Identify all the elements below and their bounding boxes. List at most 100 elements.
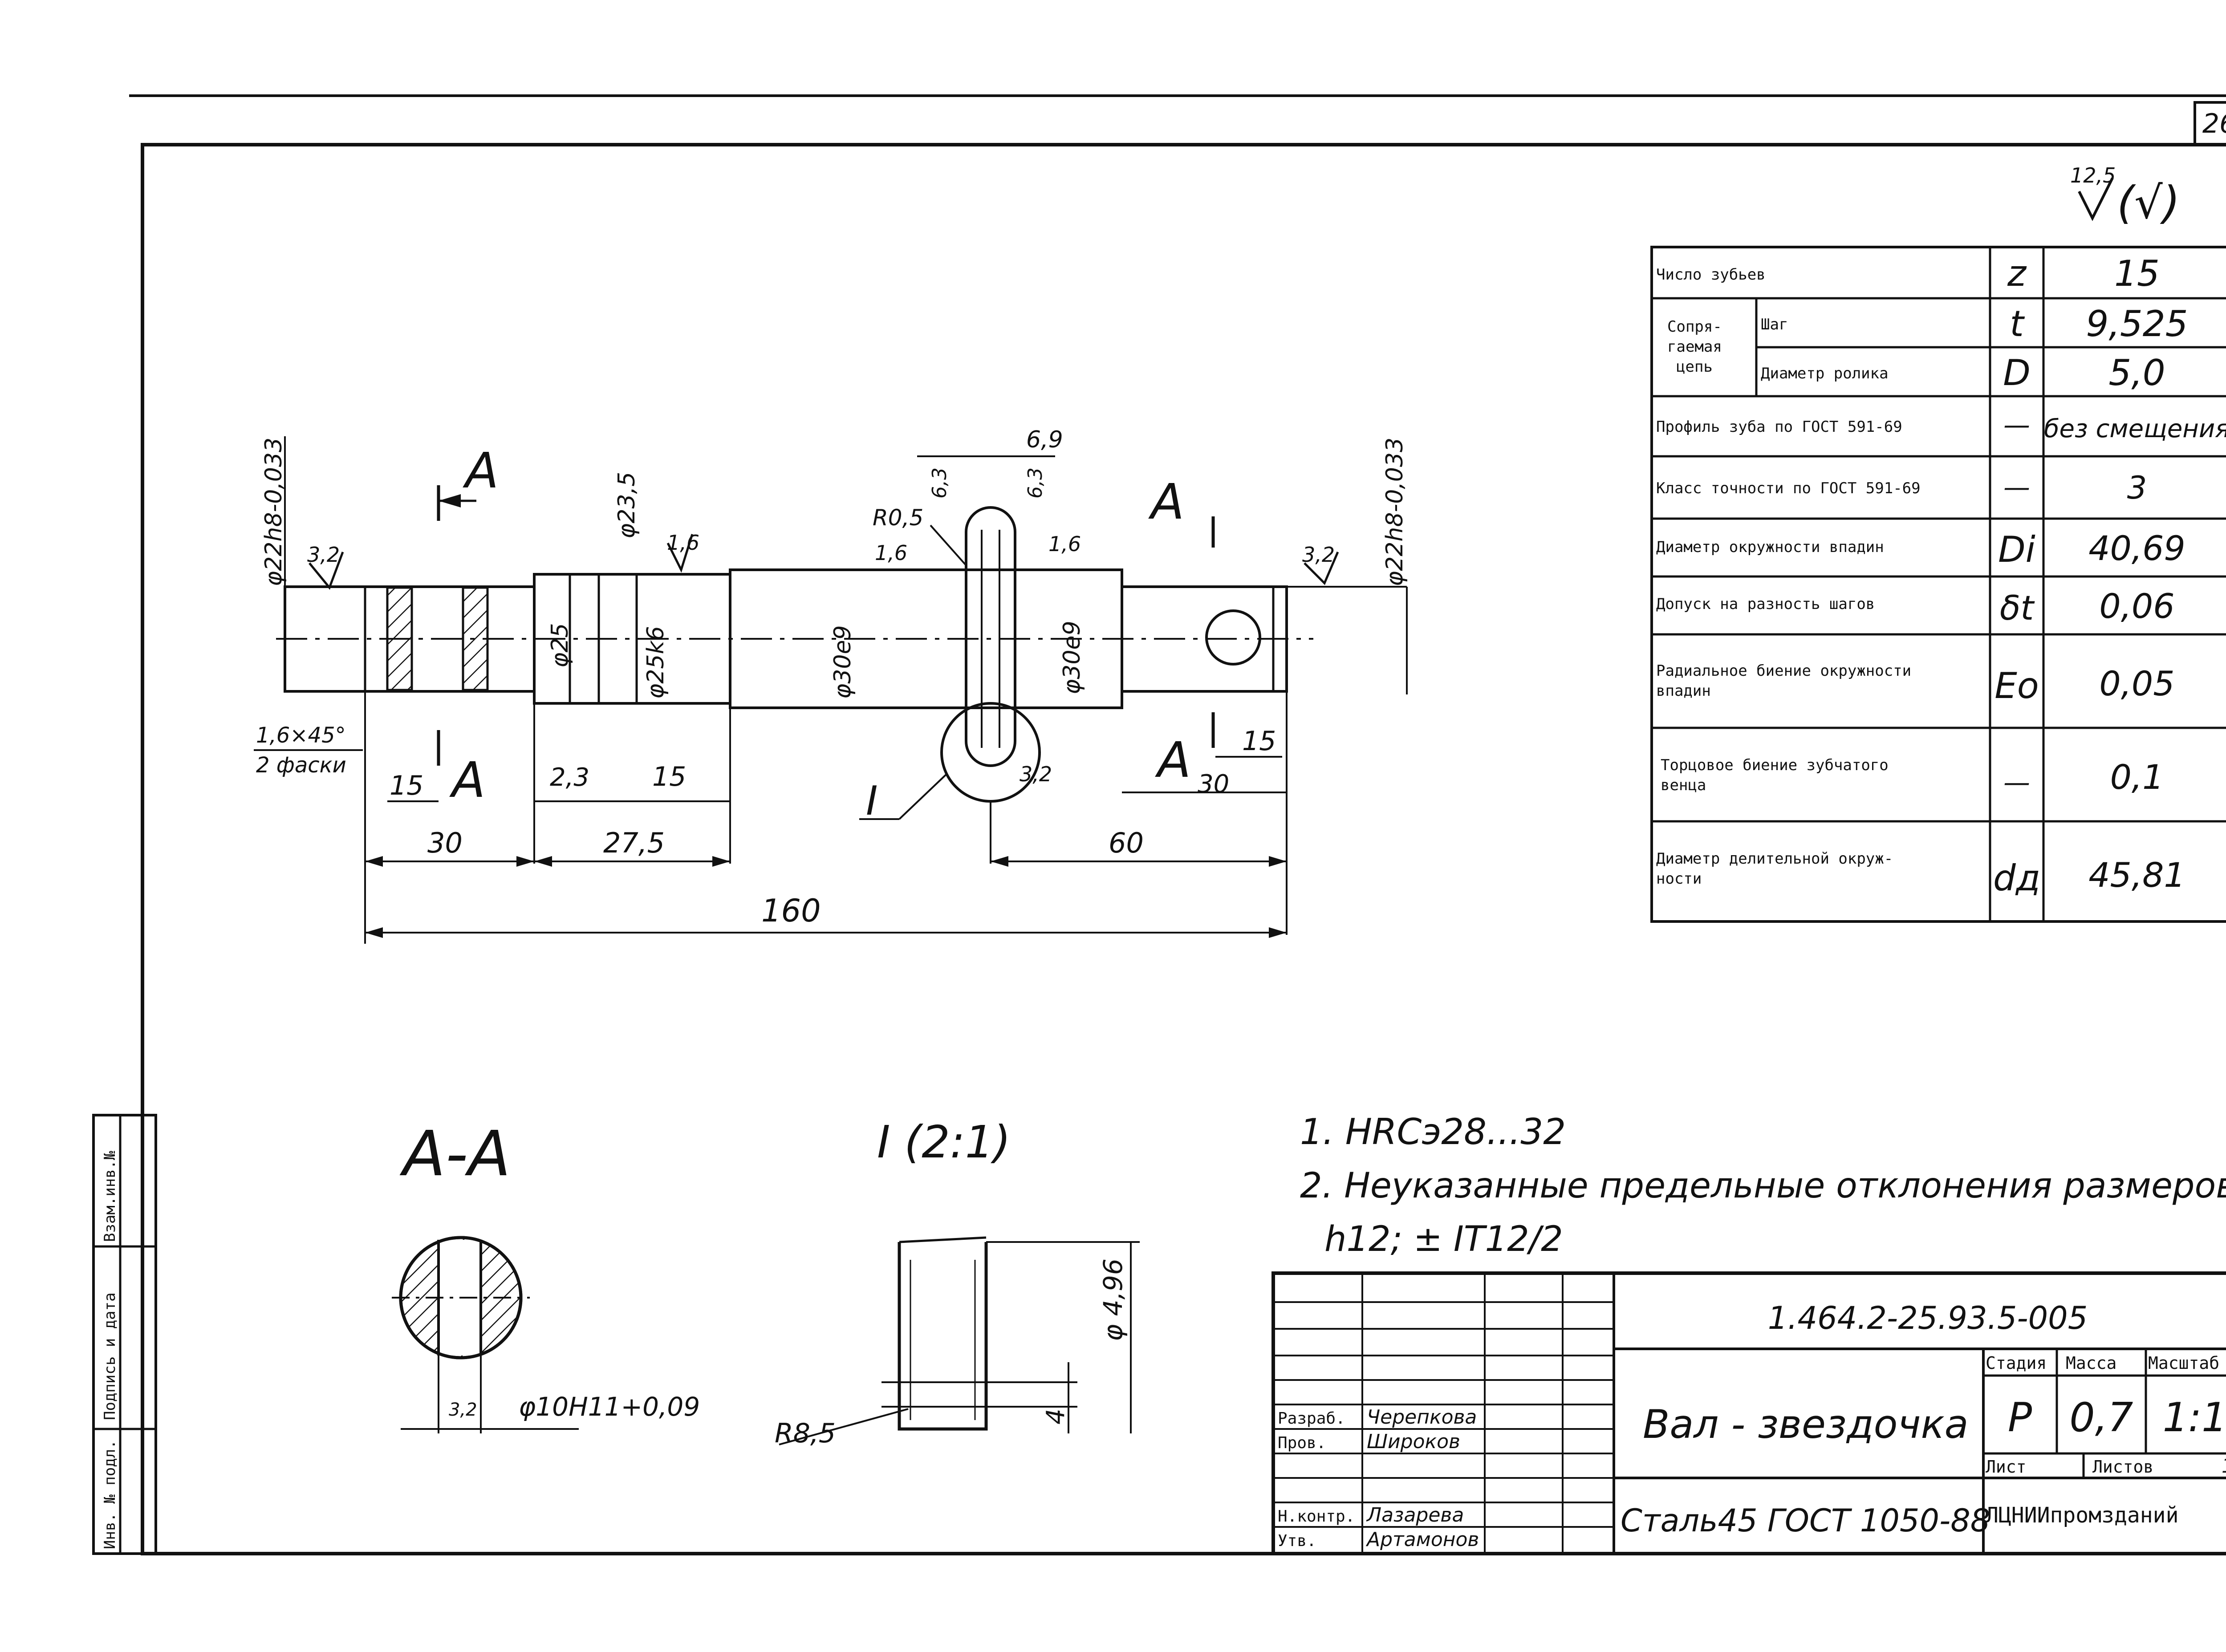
tb-stage-h: Стадия — [1986, 1353, 2047, 1373]
param-pitchtol-name: Допуск на разность шагов — [1656, 595, 1875, 613]
tb-sheets: 1 — [2222, 1455, 2226, 1477]
param-radial-val: 0,05 — [2099, 664, 2174, 703]
note-1: 1. HRCэ28...32 — [1300, 1111, 1566, 1153]
section-mark-top-left: A — [463, 442, 499, 499]
detail-len: 4 — [1041, 1408, 1070, 1425]
dim-d22-right: φ22h8-0,033 — [1381, 438, 1408, 586]
dim-60: 60 — [1109, 827, 1144, 859]
tb-mass-h: Масса — [2066, 1353, 2116, 1373]
detail-body — [898, 1242, 988, 1431]
param-chain-group: Сопря- — [1667, 318, 1722, 336]
param-pitchtol-sym: δt — [2000, 588, 2035, 628]
tb-role-3: Утв. — [1278, 1532, 1316, 1550]
param-face-val: 0,1 — [2110, 757, 2164, 797]
sheet-number-box — [2194, 101, 2226, 146]
param-rootd-val: 40,69 — [2088, 528, 2185, 568]
param-profile-sym: — — [2003, 410, 2030, 441]
rough-body-a: 1,6 — [875, 541, 907, 565]
tb-scale: 1:1 — [2163, 1394, 2226, 1441]
rough-disc: 3,2 — [1020, 762, 1052, 786]
rough-right-icon — [1304, 552, 1339, 585]
param-rootd-name: Диаметр окружности впадин — [1656, 538, 1884, 556]
param-accuracy-sym: — — [2003, 472, 2030, 503]
section-aa-rough: 3,2 — [449, 1400, 477, 1420]
rough-63-a: 6,3 — [928, 467, 951, 499]
dim-d25: φ25 — [547, 623, 573, 668]
dim-d30e9-b: φ30e9 — [1059, 621, 1085, 694]
dim-d23-5: φ23,5 — [613, 472, 640, 539]
dim-chamfer: 1,6×45° — [256, 723, 346, 748]
param-teeth-val: 15 — [2114, 253, 2160, 294]
sheet-number: 26 — [2202, 108, 2226, 139]
detail-i: I (2:1) φ 4,96 4 R8,5 — [775, 1116, 1140, 1449]
param-teeth-sym: z — [2007, 253, 2027, 294]
section-aa-title: А-А — [399, 1118, 511, 1190]
svg-text:гаемая: гаемая — [1667, 338, 1722, 356]
param-accuracy-name: Класс точности по ГОСТ 591-69 — [1656, 479, 1921, 497]
tb-material: Сталь45 ГОСТ 1050-88 — [1621, 1502, 1990, 1539]
rough-right: 3,2 — [1302, 543, 1335, 567]
tb-name-1: Широков — [1367, 1430, 1460, 1453]
left-hatch-a — [386, 586, 413, 691]
param-pitch-name: Шаг — [1761, 316, 1788, 333]
outer-frame — [141, 143, 2226, 1555]
side-stamp: Инв. № подл. Подпись и дата Взам.инв.№ — [92, 1114, 157, 1555]
tb-org: ЛЦНИИпромзданий — [1986, 1503, 2178, 1528]
side-stamp-sign: Подпись и дата — [101, 1292, 119, 1420]
rough-body-b: 1,6 — [1048, 532, 1081, 556]
dim-160: 160 — [761, 893, 821, 929]
tb-name-2: Лазарева — [1366, 1504, 1464, 1526]
param-pitch-val: 9,525 — [2086, 303, 2188, 345]
param-teeth-name: Число зубьев — [1656, 266, 1766, 284]
rough-mid-icon — [666, 534, 694, 573]
detail-diameter: φ 4,96 — [1098, 1258, 1128, 1341]
tb-sheets-h: Листов — [2092, 1457, 2153, 1477]
dim-2-3: 2,3 — [550, 763, 589, 792]
dim-27-5: 27,5 — [603, 827, 665, 859]
roughness-value: 12,5 — [2070, 163, 2116, 187]
section-mark-bottom-right: A — [1155, 731, 1191, 788]
tb-name-0: Черепкова — [1367, 1406, 1477, 1429]
tb-role-0: Разраб. — [1278, 1409, 1345, 1428]
rough-left-icon — [309, 552, 344, 590]
detail-radius: R8,5 — [775, 1418, 836, 1449]
detail-circle — [940, 702, 1041, 803]
dim-chamfer-note: 2 фаски — [256, 753, 346, 778]
note-2b: h12; ± IT12/2 — [1324, 1219, 1563, 1259]
tb-role-2: Н.контр. — [1278, 1507, 1355, 1526]
param-pitch-sym: t — [2010, 303, 2025, 345]
tb-mass: 0,7 — [2069, 1394, 2133, 1441]
tb-role-1: Пров. — [1278, 1434, 1326, 1452]
dim-15c: 15 — [1242, 726, 1276, 757]
dim-15b: 15 — [652, 761, 686, 792]
dim-15a: 15 — [390, 770, 423, 801]
svg-text:впадин: впадин — [1656, 682, 1711, 700]
svg-text:цепь: цепь — [1676, 358, 1713, 376]
param-pitchtol-val: 0,06 — [2099, 586, 2174, 626]
notes: 1. HRCэ28...32 2. Неуказанные предельные… — [1300, 1111, 2226, 1259]
param-pitchd-name: Диаметр делительной окруж- — [1656, 850, 1893, 868]
detail-title: I (2:1) — [877, 1116, 1011, 1168]
rough-left: 3,2 — [307, 543, 340, 567]
rough-mid: 1,6 — [667, 531, 699, 555]
dim-6-9: 6,9 — [1026, 426, 1063, 453]
svg-text:венца: венца — [1661, 776, 1706, 794]
section-mark-top-right: A — [1148, 473, 1184, 530]
side-stamp-repl: Взам.инв.№ — [101, 1151, 119, 1242]
tb-name: Вал - звездочка — [1643, 1401, 1969, 1447]
side-stamp-inv: Инв. № подл. — [101, 1440, 119, 1549]
param-pitchd-val: 45,81 — [2088, 855, 2185, 895]
roughness-extra: (√) — [2117, 177, 2180, 229]
param-rootd-sym: Di — [1998, 529, 2035, 570]
tb-sheet-h: Лист — [1986, 1457, 2027, 1477]
note-2: 2. Неуказанные предельные отклонения раз… — [1300, 1166, 2226, 1206]
shaft-view: φ22h8-0,033 φ22h8-0,033 3,2 3,2 1,6 1,6 … — [254, 426, 1408, 944]
tb-scale-h: Масштаб — [2148, 1353, 2219, 1373]
param-profile-name: Профиль зуба по ГОСТ 591-69 — [1656, 418, 1902, 436]
param-pitchd-sym: dд — [1993, 857, 2040, 899]
param-radial-name: Радиальное биение окружности — [1656, 662, 1911, 680]
dim-30b: 30 — [1198, 770, 1229, 799]
parameter-table: Число зубьев z 15 Сопря- гаемая цепь Шаг… — [1650, 246, 2226, 923]
svg-text:ности: ности — [1656, 870, 1702, 888]
